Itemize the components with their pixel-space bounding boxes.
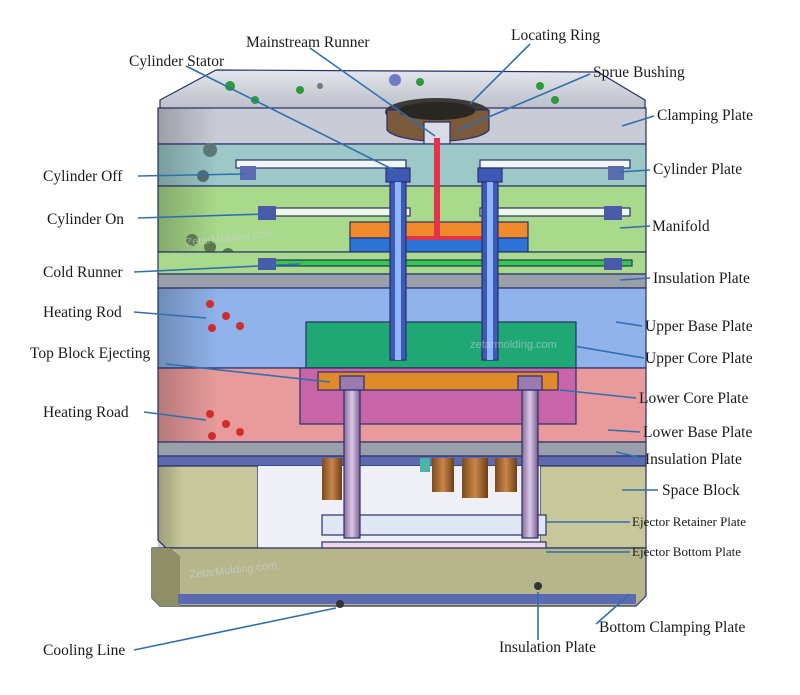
return-rods (322, 458, 517, 500)
label-bottom-clamping-plate: Bottom Clamping Plate (599, 619, 746, 636)
lower-base-plate (157, 441, 647, 467)
label-cooling-line: Cooling Line (43, 642, 125, 659)
label-locating-ring: Locating Ring (511, 27, 600, 44)
label-cylinder-off: Cylinder Off (43, 168, 123, 185)
bottom-clamping-plate (151, 547, 647, 608)
label-lower-core-plate: Lower Core Plate (639, 390, 748, 407)
label-cylinder-stator: Cylinder Stator (129, 53, 225, 70)
label-insulation-plate-bottom: Insulation Plate (499, 639, 596, 656)
label-cylinder-plate: Cylinder Plate (653, 161, 742, 178)
label-manifold: Manifold (652, 218, 710, 235)
leader-lines (133, 43, 658, 651)
space-blocks (157, 465, 647, 549)
label-clamping-plate: Clamping Plate (657, 107, 753, 124)
label-lower-base-plate: Lower Base Plate (643, 424, 752, 441)
labels: Mainstream Runner Locating Ring Cylinder… (30, 27, 753, 659)
locating-ring (385, 98, 490, 145)
label-heating-road: Heating Road (43, 404, 129, 421)
label-sprue-bushing: Sprue Bushing (593, 64, 685, 81)
label-upper-base-plate: Upper Base Plate (645, 318, 753, 335)
label-insulation-plate-mid: Insulation Plate (645, 451, 742, 468)
label-cylinder-on: Cylinder On (47, 211, 124, 228)
label-insulation-plate-top: Insulation Plate (653, 270, 750, 287)
label-mainstream-runner: Mainstream Runner (246, 34, 370, 51)
ejector-retainer-plate (321, 514, 547, 536)
svg-text:zetarmolding.com: zetarmolding.com (470, 339, 557, 351)
label-space-block: Space Block (662, 482, 740, 499)
cylinder-plate (157, 143, 647, 187)
lower-core-plate (157, 367, 647, 443)
label-cold-runner: Cold Runner (43, 264, 123, 281)
label-heating-rod: Heating Rod (43, 304, 122, 321)
hot-runner (385, 138, 503, 361)
label-upper-core-plate: Upper Core Plate (645, 350, 753, 367)
label-ejector-retainer-plate: Ejector Retainer Plate (632, 514, 746, 529)
label-top-block-ejecting: Top Block Ejecting (30, 345, 151, 362)
label-ejector-bottom-plate: Ejector Bottom Plate (632, 544, 741, 559)
mold-body: ZetarMolding.com zetarmolding.com ZetarM… (151, 69, 647, 608)
ejector-pins (339, 375, 543, 539)
